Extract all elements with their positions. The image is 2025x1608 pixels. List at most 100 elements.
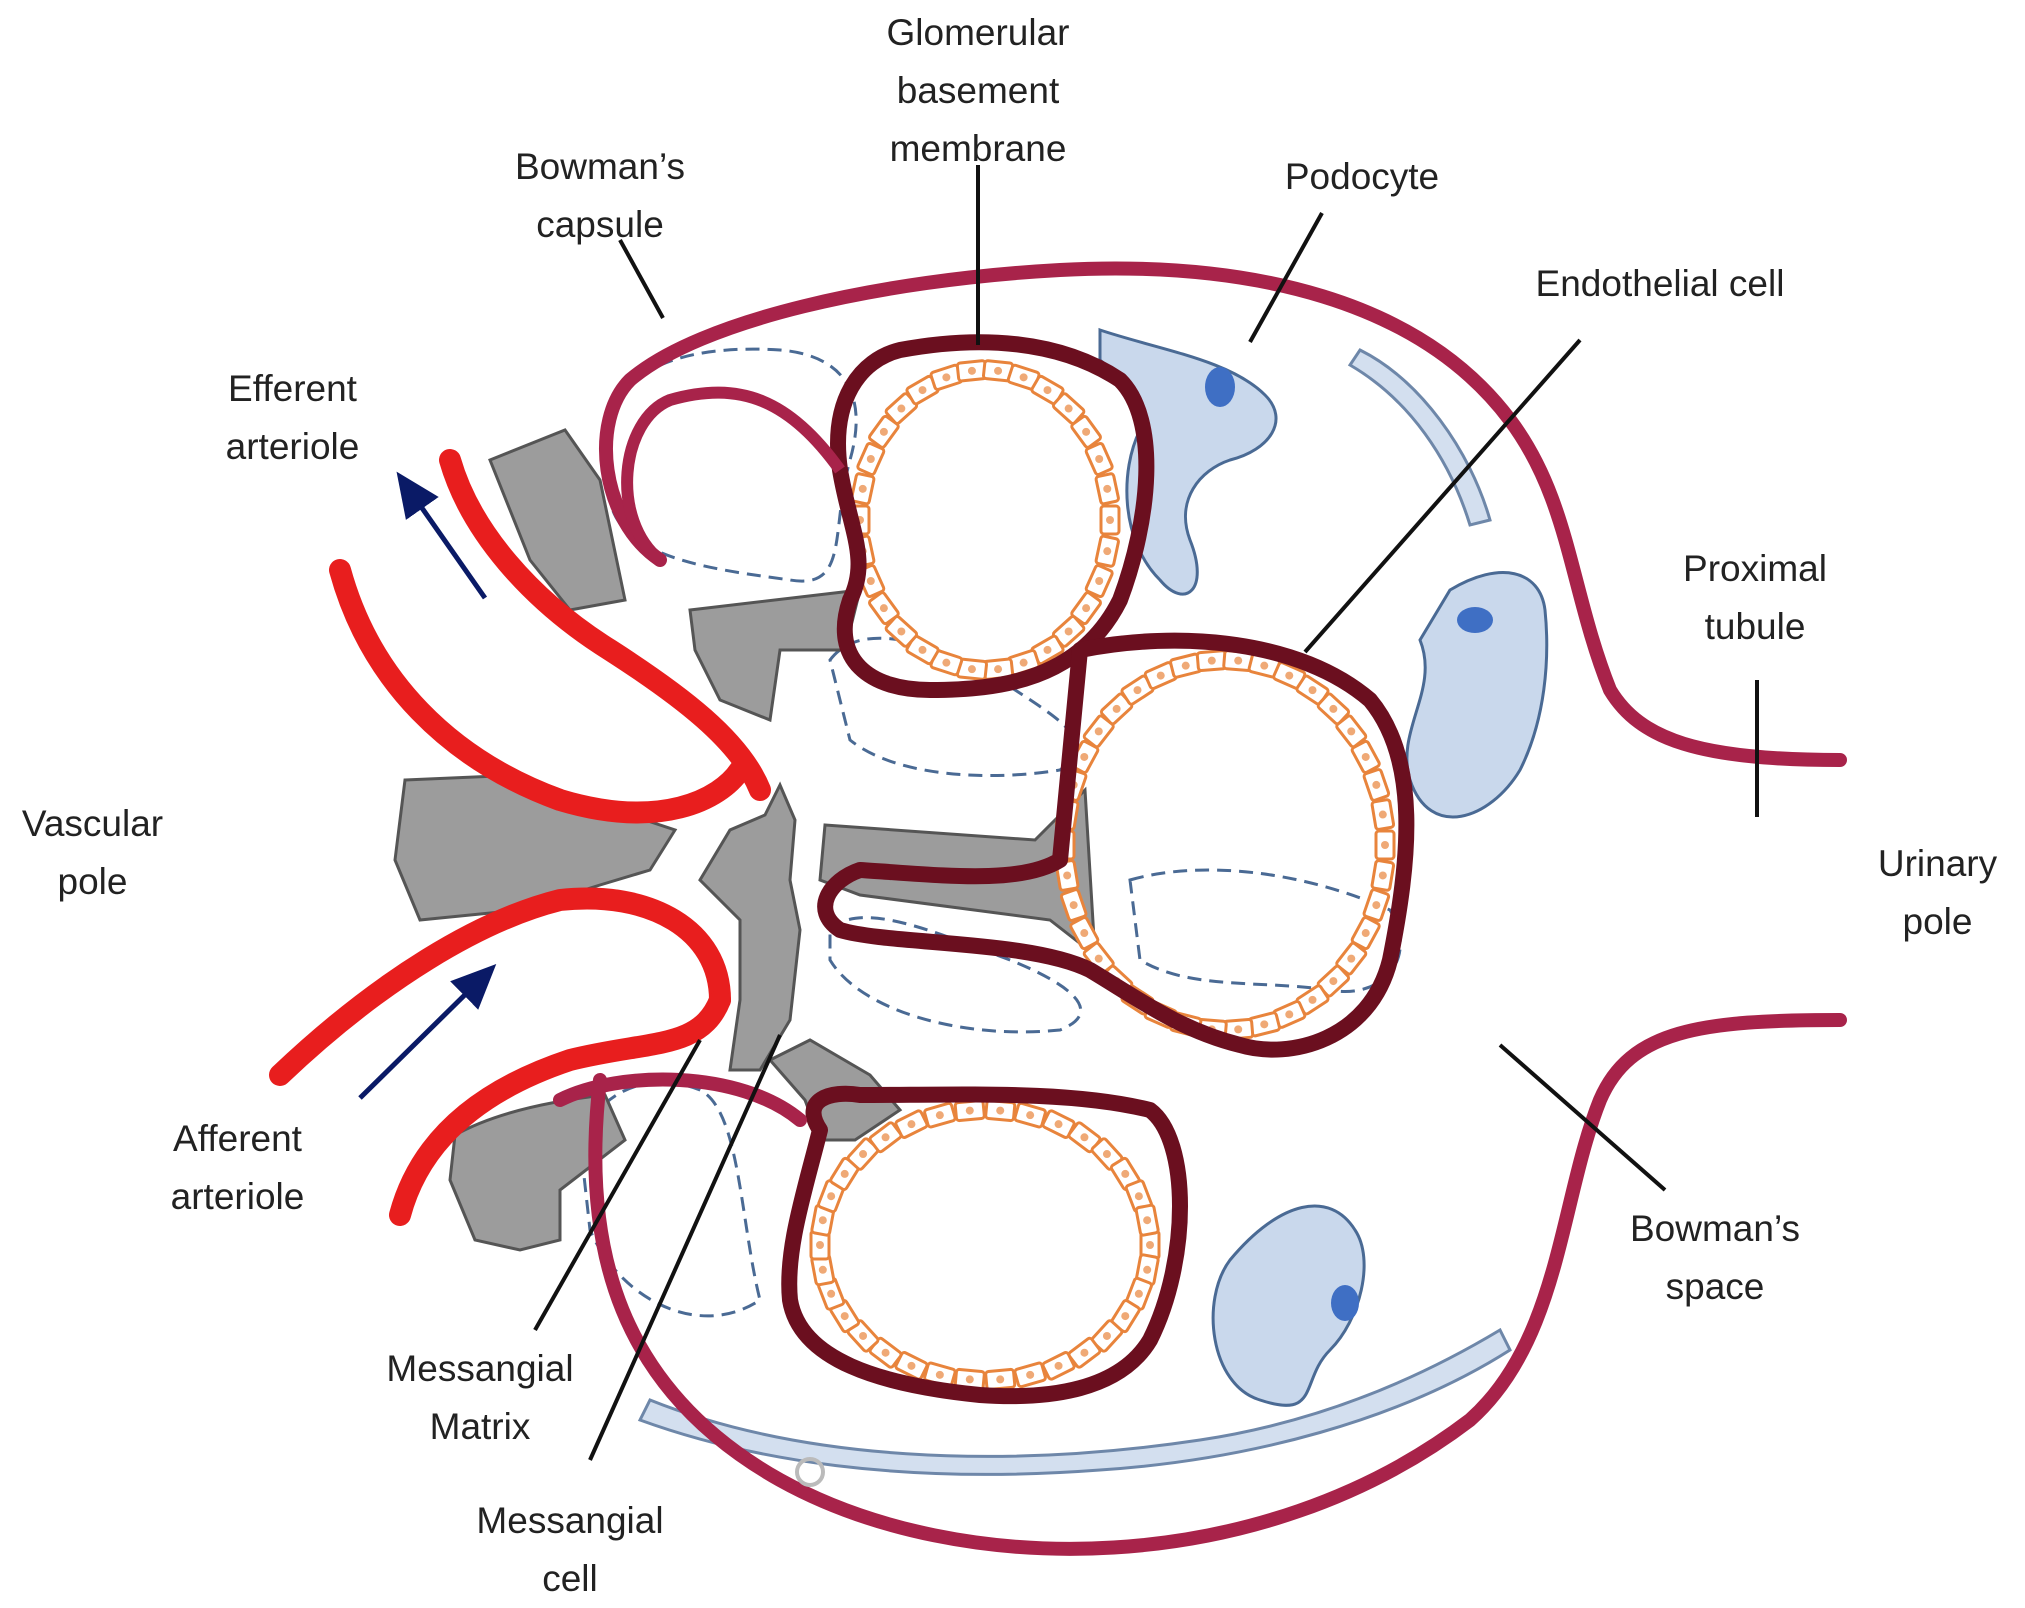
endothelial-nucleus — [1082, 604, 1091, 613]
endothelial-nucleus — [1143, 1265, 1152, 1274]
capillary-loop-middle — [817, 632, 1415, 1058]
label-messangial-matrix: Messangial Matrix — [365, 1340, 595, 1456]
bowmans-capsule-upper — [599, 261, 1847, 767]
endothelial-nucleus — [1181, 661, 1190, 670]
endothelial-nucleus — [1143, 1216, 1152, 1225]
endothelial-nucleus — [840, 1169, 849, 1178]
afferent-arteriole-wall-upper — [269, 887, 731, 1086]
endothelial-nucleus — [881, 1133, 890, 1142]
endothelial-nucleus — [1102, 1331, 1111, 1340]
endothelial-nucleus — [1102, 1150, 1111, 1159]
endothelial-nucleus — [1134, 1192, 1143, 1201]
endothelial-nucleus — [1064, 404, 1073, 413]
endothelial-nucleus — [1106, 516, 1114, 524]
leader-bowmans-space — [1498, 1043, 1667, 1192]
endothelial-nucleus — [1133, 686, 1142, 695]
endothelial-nucleus — [1378, 871, 1387, 880]
endothelial-nucleus — [1080, 1348, 1089, 1357]
endothelial-nucleus — [1054, 1120, 1063, 1129]
endothelial-nucleus — [818, 1216, 827, 1225]
podocyte-foot-processes — [578, 347, 1402, 1318]
efferent-flow-arrow — [396, 471, 488, 600]
endothelial-nucleus — [994, 366, 1003, 375]
endothelial-nucleus — [965, 1375, 974, 1384]
bowmans-capsule-lower — [553, 1013, 1847, 1556]
endothelial-nucleus — [1156, 671, 1165, 680]
endothelial-nucleus — [1347, 727, 1356, 736]
arterioles — [269, 449, 771, 1226]
endothelial-nucleus — [1372, 780, 1381, 789]
label-endothelial-cell: Endothelial cell — [1495, 255, 1825, 313]
endothelial-nucleus — [935, 1111, 944, 1120]
label-line: pole — [57, 861, 128, 902]
label-line: capsule — [536, 204, 664, 245]
endothelial-nucleus — [1080, 1133, 1089, 1142]
label-line: space — [1665, 1266, 1765, 1307]
label-line: membrane — [889, 128, 1067, 169]
debris-circle — [795, 1457, 825, 1487]
endothelial-nucleus — [1064, 627, 1073, 636]
endothelial-nucleus — [1207, 656, 1216, 665]
endothelial-nucleus — [879, 604, 888, 613]
endothelial-nucleus — [1026, 1370, 1035, 1379]
endothelial-nucleus — [1285, 671, 1294, 680]
endothelium — [809, 359, 1396, 1391]
endothelial-nucleus — [1095, 454, 1104, 463]
endothelial-nucleus — [996, 1106, 1005, 1115]
endothelial-nucleus — [866, 577, 875, 586]
podocyte-nucleus — [1331, 1285, 1359, 1321]
afferent-arteriole-wall-lower — [389, 989, 731, 1226]
endothelial-nucleus — [840, 1312, 849, 1321]
label-line: tubule — [1704, 606, 1806, 647]
endothelial-nucleus — [967, 366, 976, 375]
endothelial-nucleus — [859, 1150, 868, 1159]
label-line: Glomerular — [886, 12, 1070, 53]
endothelial-nucleus — [827, 1192, 836, 1201]
endothelial-nucleus — [1347, 954, 1356, 963]
leader-endothelial-cell — [1303, 338, 1582, 654]
endothelial-nucleus — [1146, 1241, 1154, 1249]
label-line: Endothelial cell — [1535, 263, 1785, 304]
label-line: arteriole — [225, 426, 360, 467]
endothelial-nucleus — [1308, 995, 1317, 1004]
endothelial-nucleus — [1019, 373, 1028, 382]
parietal-loop-upper-left — [621, 386, 845, 565]
label-line: Vascular — [21, 803, 164, 844]
label-line: arteriole — [170, 1176, 305, 1217]
label-vascular-pole: Vascular pole — [0, 795, 185, 911]
endothelial-nucleus — [1094, 954, 1103, 963]
leader-messangial-matrix — [533, 1039, 702, 1331]
afferent-flow-arrow — [358, 963, 497, 1100]
label-line: Bowman’s — [514, 146, 685, 187]
endothelial-nucleus — [942, 658, 951, 667]
label-proximal-tubule: Proximal tubule — [1665, 540, 1845, 656]
leader-messangial-cell — [588, 1034, 782, 1461]
endothelial-nucleus — [866, 454, 875, 463]
endothelial-nucleus — [818, 1265, 827, 1274]
endothelial-nucleus — [1372, 901, 1381, 910]
label-bowmans-space: Bowman’s space — [1600, 1200, 1830, 1316]
endothelial-nucleus — [897, 404, 906, 413]
endothelial-nucleus — [918, 645, 927, 654]
podocyte-nucleus — [1457, 607, 1493, 633]
capillary-loop-upper — [830, 334, 1155, 698]
endothelial-nucleus — [1260, 1020, 1269, 1029]
label-line: Proximal — [1683, 548, 1827, 589]
endothelial-nucleus — [859, 1331, 868, 1340]
endothelial-nucleus — [965, 1106, 974, 1115]
endothelial-nucleus — [1308, 686, 1317, 695]
leader-bowmans-capsule — [618, 239, 665, 319]
label-afferent-arteriole: Afferent arteriole — [145, 1110, 330, 1226]
label-line: Afferent — [173, 1118, 302, 1159]
endothelial-nucleus — [1378, 810, 1387, 819]
endothelial-nucleus — [1019, 658, 1028, 667]
endothelial-nucleus — [1080, 752, 1089, 761]
efferent-arteriole-wall-inner — [329, 559, 751, 824]
endothelial-nucleus — [1121, 1169, 1130, 1178]
endothelial-nucleus — [1043, 386, 1052, 395]
endothelial-nucleus — [1260, 661, 1269, 670]
endothelial-nucleus — [994, 665, 1003, 674]
endothelial-nucleus — [1069, 901, 1078, 910]
endothelial-nucleus — [1080, 929, 1089, 938]
label-line: Messangial — [476, 1500, 664, 1541]
